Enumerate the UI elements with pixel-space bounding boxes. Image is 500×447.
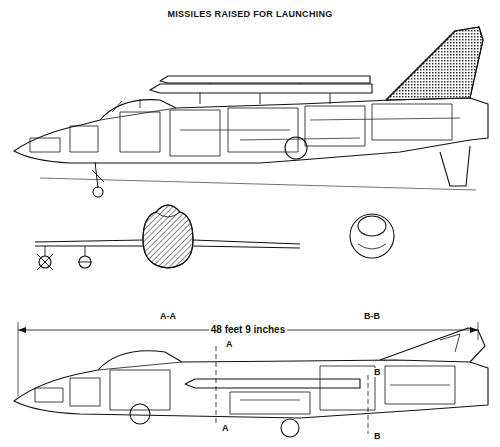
upper-side-view-stroke [200,83,330,104]
lower-side-view-stroke [70,378,100,406]
section-a-a-stroke [143,205,193,268]
section-marker: A [224,340,235,349]
section-a-a-stroke [37,254,53,270]
lower-side-view-stroke [320,366,375,410]
upper-side-view-stroke [285,137,307,159]
section-a-a [35,205,300,270]
section-b-b-stroke [350,214,394,258]
section-marker: B [372,368,383,377]
section-marker: A [220,424,231,433]
view-heading: MISSILES RAISED FOR LAUNCHING [165,10,334,19]
lower-side-view-stroke [380,328,485,362]
lower-side-view-stroke [98,362,182,370]
upper-side-view-stroke [386,27,483,100]
section-a-a-stroke [78,246,92,262]
section-b-b-stroke [358,244,386,249]
lower-side-view-stroke [216,346,368,434]
lower-side-view-stroke [35,388,63,402]
upper-side-view-stroke [70,126,98,152]
upper-side-view-stroke [150,84,372,93]
upper-side-view-stroke [160,76,370,83]
upper-side-view-stroke [93,187,103,197]
upper-side-view-stroke [30,138,60,152]
upper-side-view-stroke [372,104,452,140]
upper-side-view [14,27,488,197]
lower-side-view [14,322,488,437]
upper-side-view-stroke [112,99,140,112]
dimension-text: 48 feet 9 inches [209,325,287,335]
upper-side-view-stroke [120,112,160,152]
section-label: A-A [158,312,178,321]
upper-side-view-stroke [440,146,470,186]
upper-side-view-stroke [305,106,365,146]
upper-side-view-stroke [14,98,488,163]
upper-side-view-stroke [170,110,220,156]
section-a-a-stroke [156,212,180,217]
section-marker: B [372,432,383,441]
section-b-b-stroke [358,216,386,236]
section-a-a-stroke [45,246,46,256]
lower-side-view-stroke [440,334,460,352]
lower-side-view-stroke [185,379,360,388]
upper-side-view-stroke [100,108,176,120]
upper-side-view-stroke [40,178,476,190]
lower-side-view-stroke [130,404,150,424]
section-b-b [350,214,394,258]
lower-side-view-stroke [281,419,299,437]
upper-side-view-stroke [386,27,483,100]
lower-side-view-stroke [14,351,488,418]
section-label: B-B [362,312,382,321]
upper-side-view-stroke [92,162,104,188]
upper-side-view-stroke [180,118,460,140]
lower-side-view-stroke [230,392,310,414]
section-a-a-stroke [143,205,193,268]
lower-side-view-stroke [240,385,450,400]
